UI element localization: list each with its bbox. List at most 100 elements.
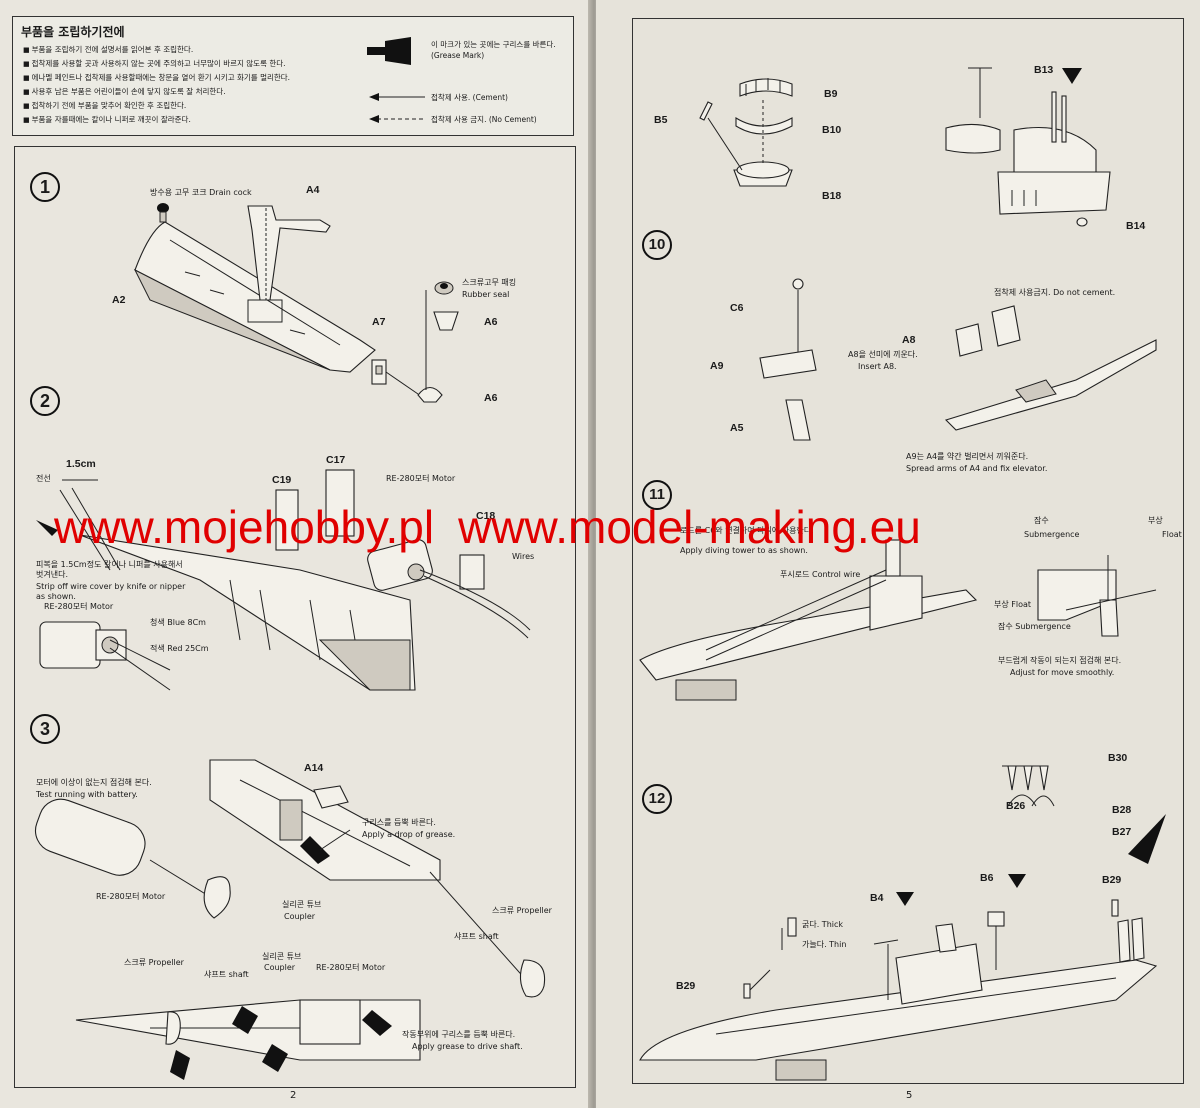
label-b29-left: B29 [676,980,696,992]
bridge-part-b10 [735,117,793,135]
note-item: 에나멜 페인트나 접착제를 사용할때에는 창문을 열어 환기 시키고 화기를 멀… [23,71,290,85]
motor-detail-step2 [39,621,171,691]
label-red-wire: 적색 Red 25Cm [150,644,209,653]
note-item: 사용후 남은 부품은 어린이들이 손에 닿지 않도록 잘 처리한다. [23,85,290,99]
grease-mark-icon [362,1010,392,1036]
label-dive-tower-ko: 로드를 C6와 연결하여 타워에 사용한다. [680,526,814,535]
hull-part-a2 [133,221,376,373]
motor-step2 [367,539,433,591]
label-coupler-ko-2: 실리콘 튜브 [262,952,302,961]
label-a9: A9 [710,360,724,372]
part-a7 [371,359,387,385]
wire-thickness-detail [781,917,797,950]
grease-mark-icon [367,37,411,65]
label-strip-ko: 피복을 1.5Cm정도 칼이나 니퍼를 사용해서 벗겨낸다. [36,560,183,579]
label-wires: Wires [512,552,535,561]
label-b4: B4 [870,892,884,904]
hull-step3 [209,759,441,881]
watermark-url-1: www.mojehobby.pl [54,501,435,553]
label-wire: 전선 [36,474,51,483]
label-adjust-en: Adjust for move smoothly. [1010,668,1115,677]
part-c17 [325,469,355,537]
bridge-part-b9 [739,78,793,97]
label-propeller-right: 스크류 Propeller [492,906,552,915]
label-b13: B13 [1034,64,1054,76]
shaft-line [429,871,536,991]
label-insert-en: Insert A8. [858,362,897,371]
label-drive-ko: 작동부위에 구리스를 듬뿍 바른다. [402,1030,516,1039]
label-rubber-seal-en: Rubber seal [462,290,510,299]
drain-cock-part [157,203,169,223]
parts-b26-b30 [1002,765,1055,807]
label-drain-cock: 방수용 고무 코크 Drain cock [150,188,252,197]
label-motor-step3: RE-280모터 Motor [96,892,166,901]
dive-plane-detail [1037,555,1157,637]
steps-frame-right [632,18,1184,1084]
label-float: 부상 Float [994,600,1032,609]
label-a2: A2 [112,294,126,306]
part-a14 [313,785,349,809]
part-b5 [699,101,713,121]
label-coupler-en-2: Coupler [264,963,296,972]
label-coupler-en-1: Coupler [284,912,316,921]
label-a14: A14 [304,762,324,774]
page-number-right: 5 [906,1090,913,1101]
label-b5: B5 [654,114,668,126]
grease-mark-icon [300,836,330,864]
label-b6: B6 [980,872,994,884]
label-motor-detail: RE-280모터 Motor [44,602,114,611]
label-b9: B9 [824,88,838,100]
part-a5 [785,399,811,441]
label-no-cement: 접착제 사용금지. Do not cement. [994,288,1116,297]
note-item: 부품을 자를때에는 칼이나 니퍼로 깨끗이 잘라준다. [23,113,290,127]
part-b4 [873,939,899,1000]
label-a5: A5 [730,422,744,434]
part-a9 [759,349,817,379]
legend-cement: 접착제 사용. (Cement) [431,93,508,102]
label-a6-lower: A6 [484,392,498,404]
part-a4 [247,205,331,323]
label-thick: 굵다. Thick [802,920,844,929]
part-a6-upper [433,311,459,331]
right-page-drawings [639,67,1166,1081]
notes-title: 부품을 조립하기전에 [21,25,125,39]
label-b28: B28 [1112,804,1132,816]
label-rubber-seal-ko: 스크류고무 패킹 [462,278,517,287]
drive-train-assembly [75,999,421,1080]
label-submergence: 잠수 Submergence [998,622,1071,631]
label-grease-en: Apply a drop of grease. [362,830,456,839]
label-b14: B14 [1126,220,1146,232]
part-a6-lower [417,386,443,403]
conning-tower-assembly [945,91,1111,215]
step-number-12: 12 [642,784,672,814]
step-number-10: 10 [642,230,672,260]
step-number-11: 11 [642,480,672,510]
legend-no-cement: 접착제 사용 금지. (No Cement) [431,115,537,124]
part-c19 [275,489,299,551]
label-blue-wire: 청색 Blue 8Cm [150,618,206,627]
note-item: 접착하기 전에 부품을 맞추어 확인한 후 조립한다. [23,99,290,113]
propeller-right-icon [519,959,546,998]
label-insert-ko: A8을 선미에 끼운다. [848,350,918,359]
label-c19: C19 [272,474,292,486]
hull-half-step2 [79,534,416,691]
symbol-legend: 이 마크가 있는 곳에는 구리스를 바른다. (Grease Mark) 접착제… [363,25,563,125]
note-item: 부품을 조립하기 전에 설명서를 읽어본 후 조립한다. [23,43,290,57]
label-b30: B30 [1108,752,1128,764]
label-b18: B18 [822,190,842,202]
label-dive-tower-en: Apply diving tower to as shown. [680,546,808,555]
left-page: 부품을 조립하기전에 부품을 조립하기 전에 설명서를 읽어본 후 조립한다. … [0,0,592,1108]
left-page-drawings [34,203,546,1080]
label-control-wire: 푸시로드 Control wire [780,570,861,579]
step-number-2: 2 [30,386,60,416]
label-spread-ko: A9는 A4를 약간 벌리면서 끼워준다. [906,452,1029,461]
label-b27: B27 [1112,826,1132,838]
part-b29-mast [1111,899,1119,917]
part-b13 [968,67,992,118]
label-c17: C17 [326,454,346,466]
part-b14 [1076,217,1088,227]
label-shaft-left: 샤프트 shaft [204,970,249,979]
stern-assembly-step10 [944,305,1157,431]
